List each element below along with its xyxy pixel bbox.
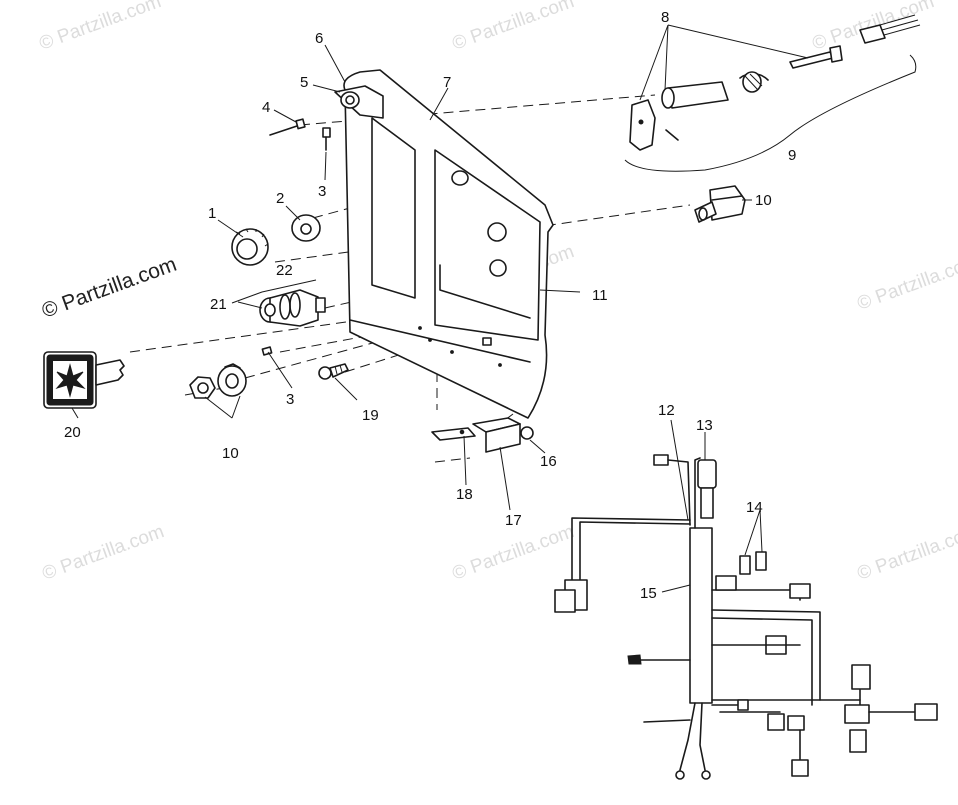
bracket-9 xyxy=(624,54,917,172)
callout-16: 16 xyxy=(540,453,557,470)
wiring-harness xyxy=(554,454,938,780)
callout-4: 4 xyxy=(262,99,270,116)
callout-7: 7 xyxy=(443,74,451,91)
watermark-7: © Partzilla.com xyxy=(450,521,577,585)
callout-10a: 10 xyxy=(755,192,772,209)
washer-2 xyxy=(291,214,321,242)
callout-18: 18 xyxy=(456,486,473,503)
clamp-17-18 xyxy=(431,417,534,453)
callout-20: 20 xyxy=(64,424,81,441)
watermark-8: © Partzilla.com xyxy=(855,521,958,585)
leader-lines xyxy=(71,24,809,593)
watermark-prominent: © Partzilla.com xyxy=(39,253,180,323)
ignition-switch-21 xyxy=(259,289,326,327)
callout-1: 1 xyxy=(208,205,216,222)
switch-assembly-8 xyxy=(629,14,921,151)
bracket-6 xyxy=(334,85,384,119)
locknut-10 xyxy=(189,363,247,399)
callout-10b: 10 xyxy=(222,445,239,462)
watermark-1: © Partzilla.com xyxy=(37,0,164,55)
callout-3a: 3 xyxy=(318,183,326,200)
screw-19 xyxy=(318,363,349,380)
watermark-5: © Partzilla.com xyxy=(855,251,958,315)
callout-9: 9 xyxy=(788,147,796,164)
callouts: 1 2 3 3 4 5 6 7 8 9 10 10 11 12 13 14 15… xyxy=(64,9,796,602)
callout-17: 17 xyxy=(505,512,522,529)
toggle-switch-10 xyxy=(694,185,746,223)
watermark-2: © Partzilla.com xyxy=(450,0,577,55)
callout-22: 22 xyxy=(276,262,293,279)
callout-19: 19 xyxy=(362,407,379,424)
callout-11: 11 xyxy=(592,287,608,304)
nut-1 xyxy=(231,228,269,266)
callout-15: 15 xyxy=(640,585,657,602)
screws-small xyxy=(261,118,331,356)
callout-12: 12 xyxy=(658,402,675,419)
callout-14: 14 xyxy=(746,499,763,516)
callout-6: 6 xyxy=(315,30,323,47)
callout-3b: 3 xyxy=(286,391,294,408)
watermark-6: © Partzilla.com xyxy=(40,521,167,585)
callout-2: 2 xyxy=(276,190,284,207)
callout-5: 5 xyxy=(300,74,308,91)
callout-13: 13 xyxy=(696,417,713,434)
dash-panel xyxy=(343,69,554,419)
callout-8: 8 xyxy=(661,9,669,26)
key-20 xyxy=(43,351,125,409)
callout-21: 21 xyxy=(210,296,227,313)
